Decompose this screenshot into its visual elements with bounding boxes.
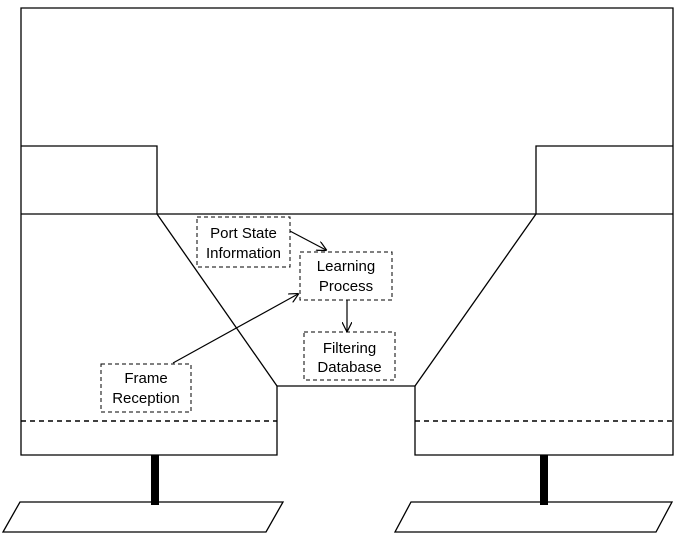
left-lan-segment [1,501,285,533]
left-upper-block [21,145,158,214]
node-port-state: Port State Information [196,216,291,268]
node-frame-line2: Reception [112,390,180,407]
left-port-connector [151,455,159,505]
edge-port-state-to-learning [287,229,326,250]
right-diagonal [414,213,537,387]
right-port-connector [540,455,548,505]
right-lan-segment [393,501,674,533]
node-filtering-line2: Database [317,359,381,376]
node-port-state-line1: Port State [210,225,277,242]
node-learning-process: Learning Process [299,251,393,301]
node-learning-line1: Learning [317,258,375,275]
node-filtering-database: Filtering Database [303,331,396,381]
node-port-state-line2: Information [206,245,281,262]
node-learning-line2: Process [319,278,373,295]
node-frame-line1: Frame [124,370,167,387]
left-diagonal [156,213,278,387]
node-frame-reception: Frame Reception [100,363,192,413]
right-upper-block [535,145,673,214]
edge-frame-to-learning [172,294,298,364]
node-filtering-line1: Filtering [323,340,376,357]
